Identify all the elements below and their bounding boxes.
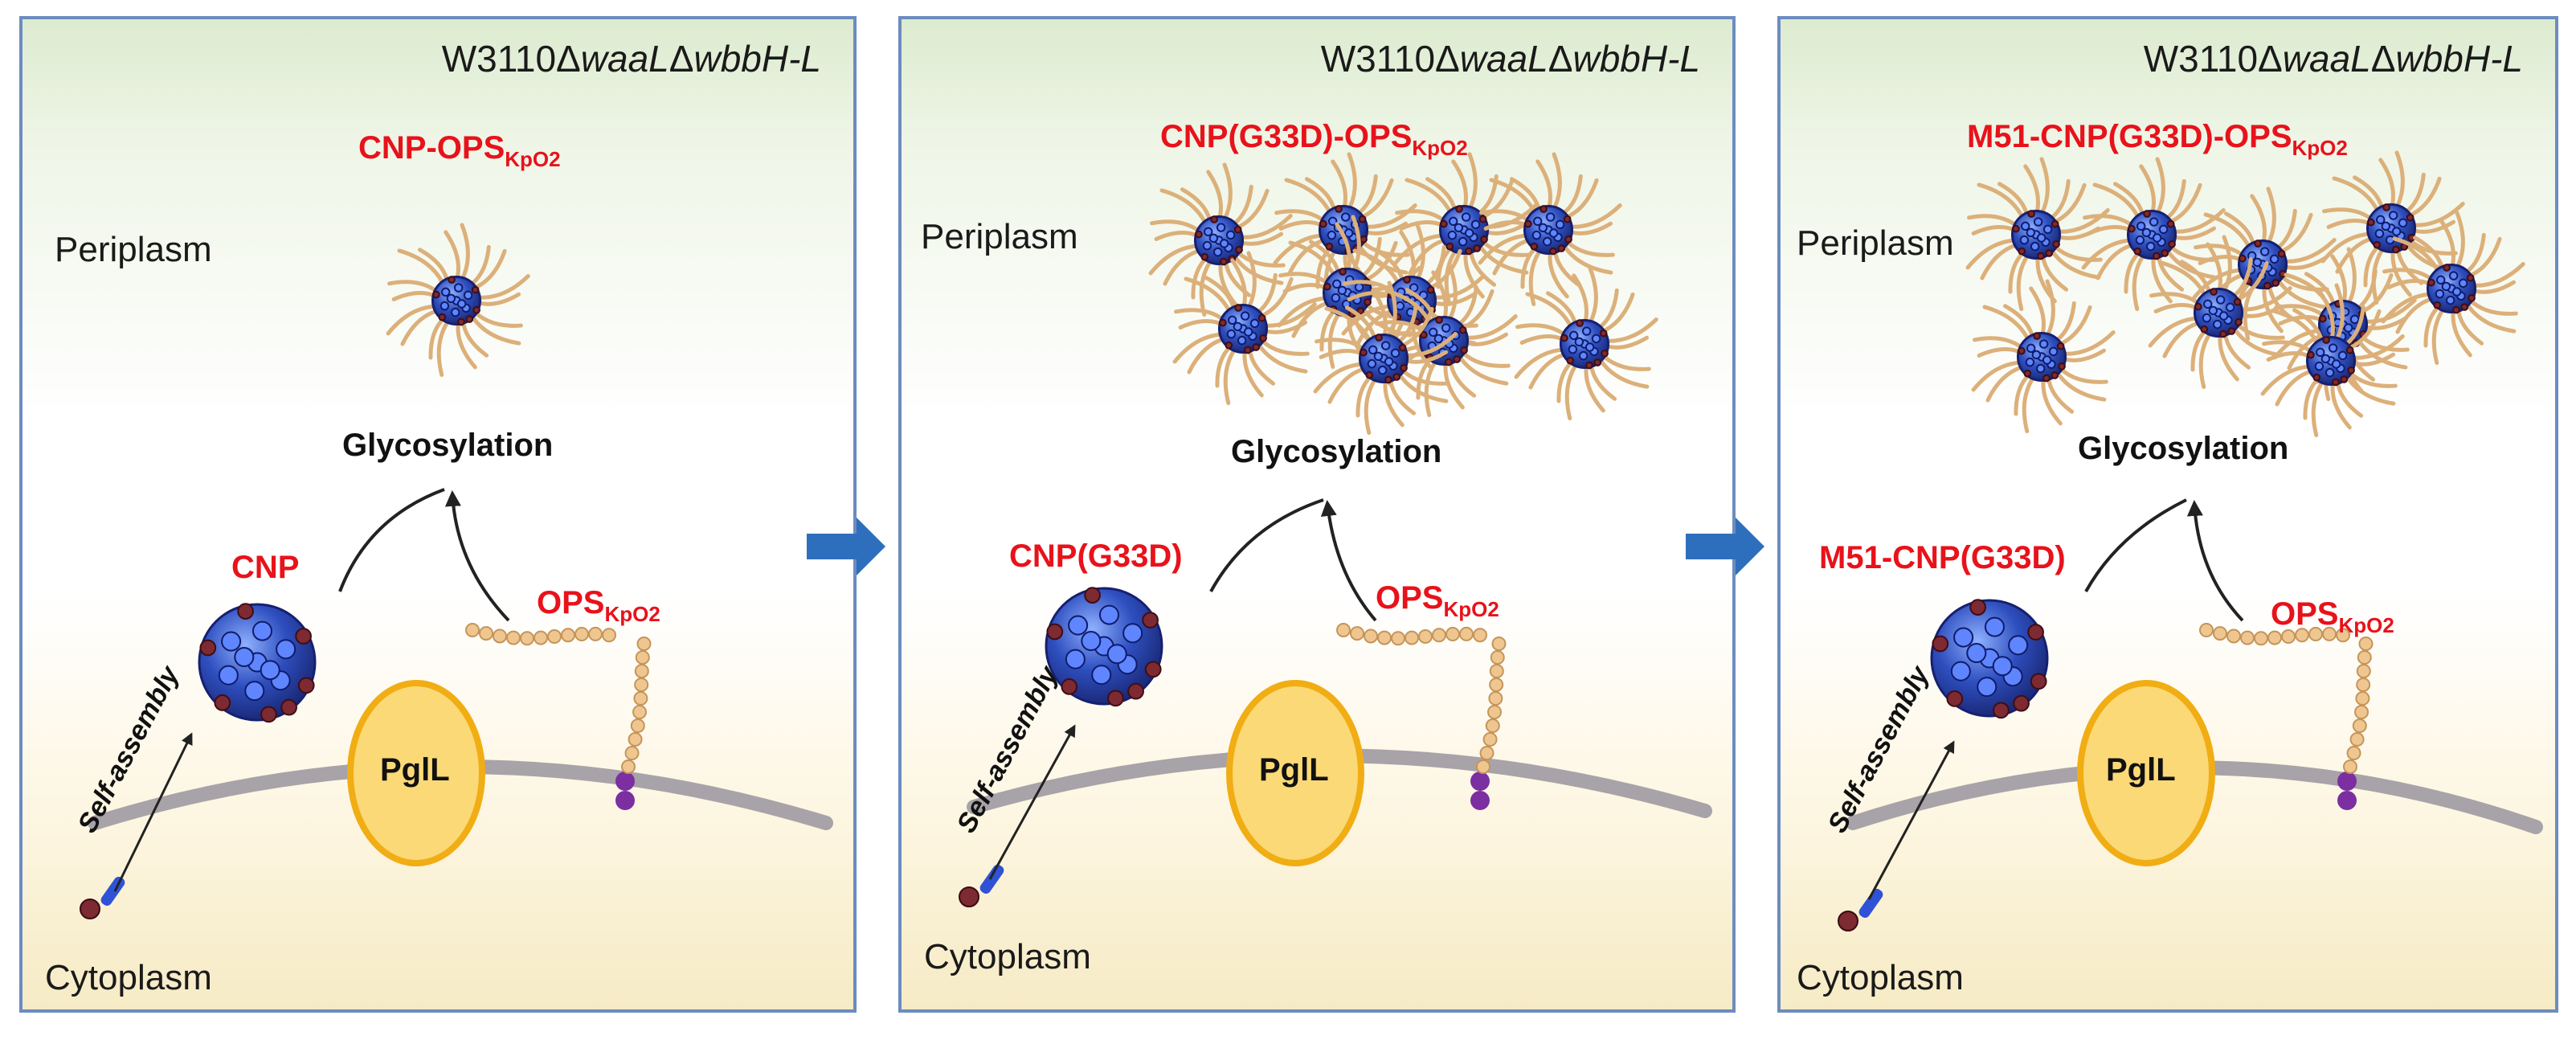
nanoparticle-icon [1358,333,1409,384]
strain-label: W3110ΔwaaLΔwbbH-L [1320,38,1700,80]
cytoplasm-label: Cytoplasm [1797,958,1964,997]
enzyme-label: PglL [2106,752,2176,788]
glycosylation-arrow [338,488,445,592]
enzyme-label: PglL [1259,752,1329,788]
anchor-icon [2337,772,2357,791]
self-assembly-arrow [1867,740,1955,900]
glycosylation-arrow [444,490,510,622]
flow-arrow-icon [1686,518,1764,575]
glycan-chain-icon [1336,623,1487,646]
glycosylation-arrow [1209,498,1324,592]
cytoplasm-label: Cytoplasm [924,937,1091,976]
enzyme-icon [347,680,485,866]
glycan-chain-icon [621,637,652,774]
ops-label: OPSKpO2 [2271,596,2394,637]
glycosylation-arrow [2186,500,2244,622]
panel-cnp-g33d: W3110ΔwaaLΔwbbH-L CNP(G33D)-OPSKpO2 Peri… [898,16,1736,1013]
nanoparticle-icon [1523,204,1574,256]
glycosylation-arrow [1320,500,1377,622]
panel-m51-cnp-g33d: W3110ΔwaaLΔwbbH-L M51-CNP(G33D)-OPSKpO2 … [1777,16,2558,1013]
glycoconjugate-icon [386,223,530,378]
glycoconjugate-icon [1313,280,1458,436]
strain-label: W3110ΔwaaLΔwbbH-L [441,38,821,80]
glycoconjugate-icon [1478,152,1622,307]
enzyme-icon [1226,680,1364,866]
glycosylation-label: Glycosylation [2078,431,2289,466]
anchor-icon [615,791,635,810]
enzyme-label: PglL [380,752,450,788]
subunit-icon [959,864,1004,907]
glycoconjugate-icon [1393,152,1538,307]
panel-graphics [80,223,833,919]
anchor-icon [2337,791,2357,810]
glycoconjugate-icon [1971,279,2116,434]
nanoparticle-icon [2193,287,2244,338]
panel-cnp: W3110ΔwaaLΔwbbH-L CNP-OPSKpO2 Periplasm … [19,16,857,1013]
product-label: CNP-OPSKpO2 [358,130,561,171]
glycoconjugate-icon [1514,266,1658,421]
enzyme-icon [2077,680,2215,866]
carrier-label: M51-CNP(G33D) [1819,540,2066,575]
glycosylation-label: Glycosylation [1231,434,1442,469]
nanoparticle-icon [2305,335,2357,387]
glycan-chain-icon [1476,637,1507,774]
nanoparticle-icon [431,275,482,326]
strain-label: W3110ΔwaaLΔwbbH-L [2143,38,2523,80]
nanoparticle-icon [1217,303,1269,354]
ops-label: OPSKpO2 [1376,580,1499,621]
ops-label: OPSKpO2 [537,585,660,626]
cytoplasm-label: Cytoplasm [45,958,212,997]
nanoparticle-icon [1193,215,1245,266]
glycoconjugate-icon [1965,157,2110,312]
product-label: CNP(G33D)-OPSKpO2 [1160,119,1468,160]
nanoparticle-icon [198,603,317,723]
nanoparticle-icon [2426,263,2477,314]
self-assembly-arrow [113,732,193,892]
anchor-icon [615,772,635,791]
glycan-chain-icon [2343,637,2374,774]
carrier-label: CNP(G33D) [1009,538,1183,574]
glycosylation-arrow [2084,498,2187,592]
glycoconjugate-icon [2260,283,2405,438]
subunit-icon [1838,888,1883,931]
glycan-chain-icon [2199,623,2350,646]
anchor-icon [1470,791,1490,810]
glycoconjugate-icon [2148,235,2292,390]
periplasm-label: Periplasm [1797,223,1954,263]
nanoparticle-icon [1438,204,1490,256]
glycan-chain-icon [465,623,616,646]
nanoparticle-icon [2016,331,2067,383]
glycoconjugate-icon [1148,162,1293,317]
product-label: M51-CNP(G33D)-OPSKpO2 [1967,119,2348,160]
anchor-icon [1470,772,1490,791]
nanoparticle-icon [2126,209,2177,260]
nanoparticle-icon [1930,599,2049,719]
panel-graphics [1838,150,2543,931]
carrier-label: CNP [231,550,300,585]
panel-graphics [959,152,1712,907]
nanoparticle-icon [2010,209,2062,260]
self-assembly-arrow [988,724,1076,880]
flow-arrow-icon [807,518,885,575]
glycoconjugate-icon [1172,251,1317,406]
glycosylation-label: Glycosylation [342,428,554,463]
periplasm-label: Periplasm [55,230,212,269]
nanoparticle-icon [1045,587,1163,707]
periplasm-label: Periplasm [921,217,1078,256]
nanoparticle-icon [1559,318,1610,370]
